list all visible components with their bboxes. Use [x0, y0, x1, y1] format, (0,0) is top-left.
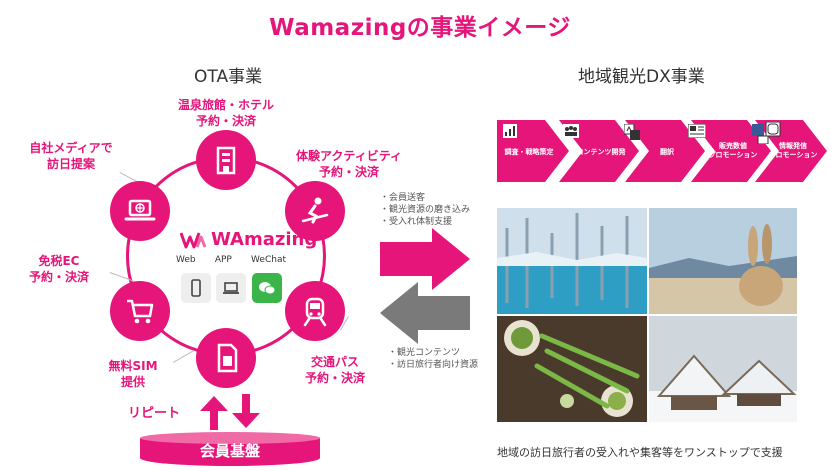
platform-app-device	[216, 273, 246, 303]
right-arrow	[380, 228, 470, 290]
dx-step-label: 翻訳	[660, 148, 674, 156]
wamazing-logo: WAmazing	[180, 229, 317, 250]
node-tax-free-ec	[110, 281, 170, 341]
wamazing-mark-icon	[180, 231, 206, 248]
hotel-building-icon	[216, 146, 236, 175]
node-media	[110, 181, 170, 241]
photo-rabbit	[649, 208, 797, 314]
flow-right-notes: ・会員送客・観光資源の磨き込み・受入れ体制支援	[380, 193, 471, 227]
wechat-icon	[259, 282, 276, 295]
member-base-label: 会員基盤	[199, 442, 260, 460]
photo-snow-village	[649, 316, 797, 422]
social-media-icon	[752, 122, 781, 144]
platform-app: APP	[214, 255, 232, 265]
photo-vegetables	[497, 316, 647, 422]
right-arrow-icon	[380, 228, 470, 290]
node-hotel	[196, 130, 256, 190]
platform-web-device	[181, 273, 211, 303]
node-transport	[285, 281, 345, 341]
skier-icon	[301, 197, 329, 224]
shopping-cart-icon	[127, 299, 154, 324]
node-label-activity: 体験アクティビティ予約・決済	[296, 149, 402, 179]
dx-step-bg	[691, 120, 771, 182]
platform-wechat-device	[252, 273, 282, 303]
dx-step-label: 情報発信プロモーション	[768, 142, 818, 159]
team-icon	[563, 124, 579, 138]
node-label-hotel: 温泉旅館・ホテル予約・決済	[177, 98, 274, 128]
laptop-icon	[223, 282, 239, 294]
platform-web: Web	[176, 255, 196, 265]
down-arrow-icon	[232, 394, 260, 428]
platform-labels: Web APP WeChat	[176, 255, 286, 265]
translate-icon	[624, 124, 640, 140]
node-sim	[196, 328, 256, 388]
left-arrow	[380, 282, 470, 344]
node-activity	[285, 181, 345, 241]
repeat-label: リピート	[128, 406, 181, 421]
member-base-top	[140, 432, 320, 444]
dx-process-chevrons: 調査・戦略策定 コンテンツ開発 翻訳 販売数値プロモーション 情報発信プロモーシ…	[497, 120, 827, 182]
repeat-arrows	[200, 394, 260, 430]
ota-section-title: OTA事業	[194, 67, 263, 87]
laptop-globe-icon	[124, 199, 156, 221]
dx-step-bg	[625, 120, 705, 182]
platform-wechat: WeChat	[251, 255, 286, 265]
smartphone-icon	[191, 279, 201, 297]
train-icon	[303, 297, 327, 327]
dx-step-bg	[559, 120, 639, 182]
photo-frozen-lake	[497, 208, 647, 314]
member-base: 会員基盤	[140, 432, 320, 466]
up-arrow-icon	[200, 396, 228, 430]
left-arrow-icon	[380, 282, 470, 344]
brand-name: WAmazing	[211, 229, 318, 250]
dx-step-label: コンテンツ開発	[576, 148, 626, 156]
newspaper-icon	[688, 124, 706, 138]
page-title: Wamazingの事業イメージ	[269, 15, 571, 41]
flow-left-notes: ・観光コンテンツ・訪日旅行者向け資源	[388, 348, 479, 370]
sim-card-icon	[217, 343, 238, 373]
dx-section-title: 地域観光DX事業	[578, 67, 705, 87]
dx-step-label: 調査・戦略策定	[504, 148, 554, 156]
chart-icon	[503, 124, 517, 138]
dx-caption: 地域の訪日旅行者の受入れや集客等をワンストップで支援	[497, 446, 783, 459]
dx-step-label: 販売数値プロモーション	[708, 142, 758, 159]
node-label-media: 自社メディアで訪日提案	[29, 141, 113, 171]
node-label-transport: 交通パス予約・決済	[304, 355, 365, 385]
